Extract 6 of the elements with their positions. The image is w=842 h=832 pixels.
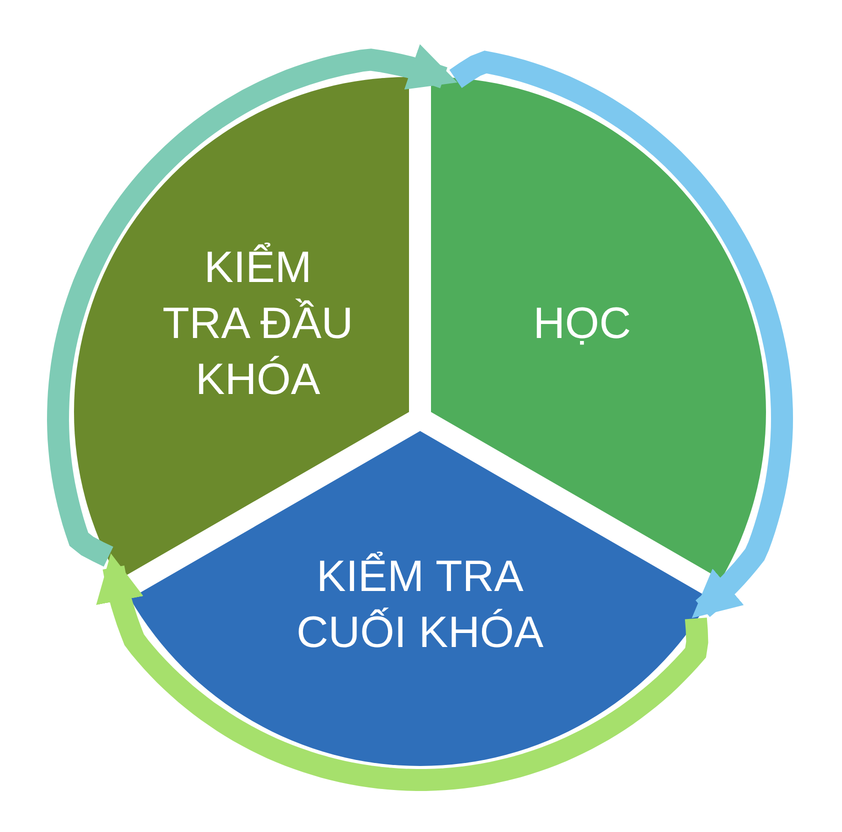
sector-label: KIỂM TRA CUỐI KHÓA [296, 550, 544, 660]
cycle-arrow [47, 44, 458, 567]
cycle-arrow [449, 50, 793, 618]
cycle-arrow [96, 553, 708, 791]
sector-label: KIỂM TRA ĐẦU KHÓA [162, 242, 354, 406]
sector-label: HỌC [532, 298, 632, 350]
